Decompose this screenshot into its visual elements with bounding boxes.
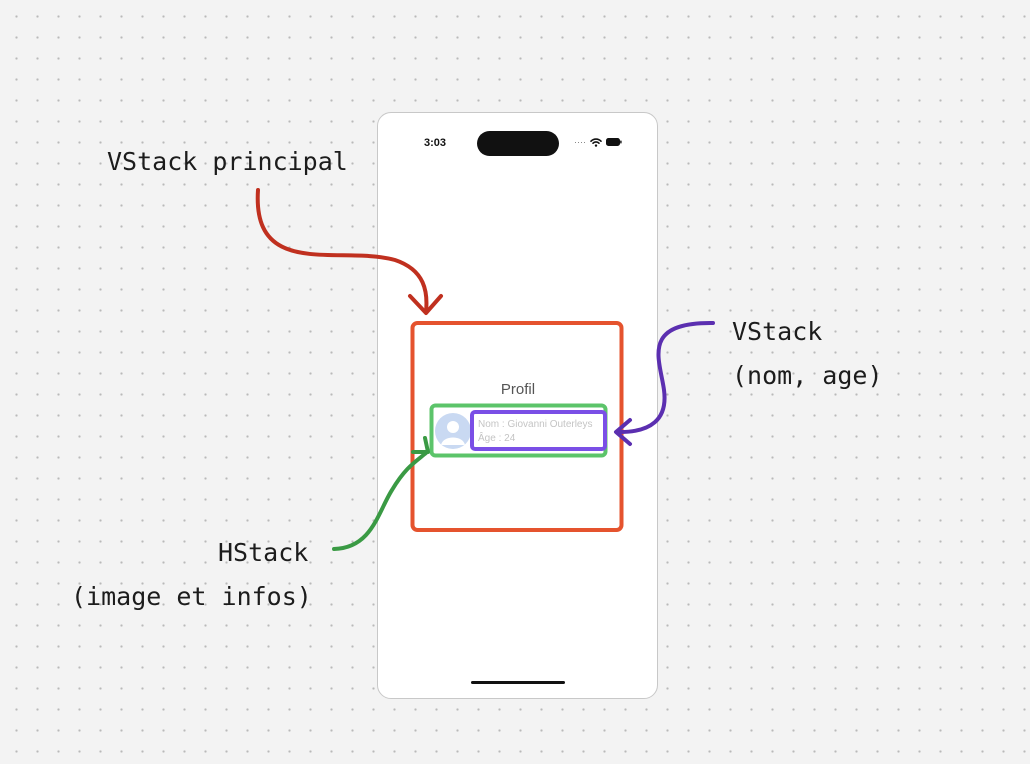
battery-icon	[606, 138, 622, 146]
arrowhead-vstack-inner	[614, 418, 632, 446]
signal-icon: ····	[574, 137, 586, 147]
status-bar-icons: ····	[574, 137, 622, 147]
vstack-inner-box	[470, 410, 607, 451]
label-vstack-inner-subtitle: (nom, age)	[732, 361, 883, 390]
arrow-vstack-principal	[255, 188, 429, 314]
label-vstack-principal: VStack principal	[107, 147, 348, 176]
label-hstack-subtitle: (image et infos)	[71, 582, 312, 611]
arrowhead-vstack-principal	[408, 294, 443, 315]
avatar-icon	[435, 413, 471, 449]
arrowhead-hstack	[411, 436, 430, 454]
label-hstack-title: HStack	[218, 538, 309, 567]
wifi-icon	[590, 137, 602, 147]
label-vstack-inner-title: VStack	[732, 317, 823, 346]
age-label: Âge : 24	[478, 433, 516, 444]
vstack-principal-box	[410, 321, 624, 532]
home-indicator	[471, 681, 565, 684]
dynamic-island	[477, 131, 559, 156]
arrow-hstack	[332, 451, 428, 551]
profile-title: Profil	[500, 381, 536, 398]
status-bar-time: 3:03	[424, 137, 447, 149]
name-label: Nom : Giovanni Outerleys	[478, 419, 593, 430]
arrow-vstack-inner	[618, 320, 715, 434]
